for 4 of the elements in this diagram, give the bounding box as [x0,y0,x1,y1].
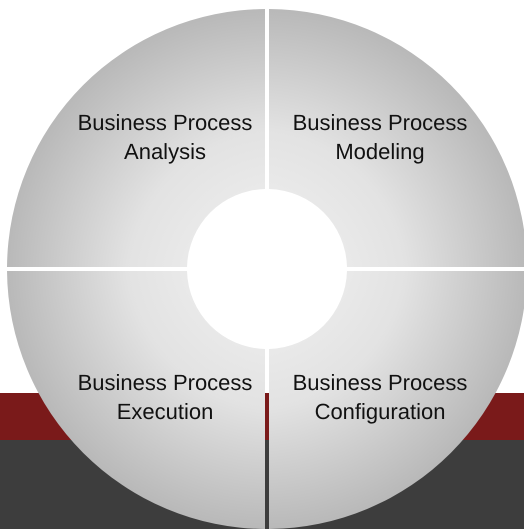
segment-label: Business Process Execution [76,369,254,426]
segment-label: Business Process Configuration [292,369,468,426]
segment-label: Business Process Analysis [76,109,254,166]
segment-label: Business Process Modeling [292,109,468,166]
